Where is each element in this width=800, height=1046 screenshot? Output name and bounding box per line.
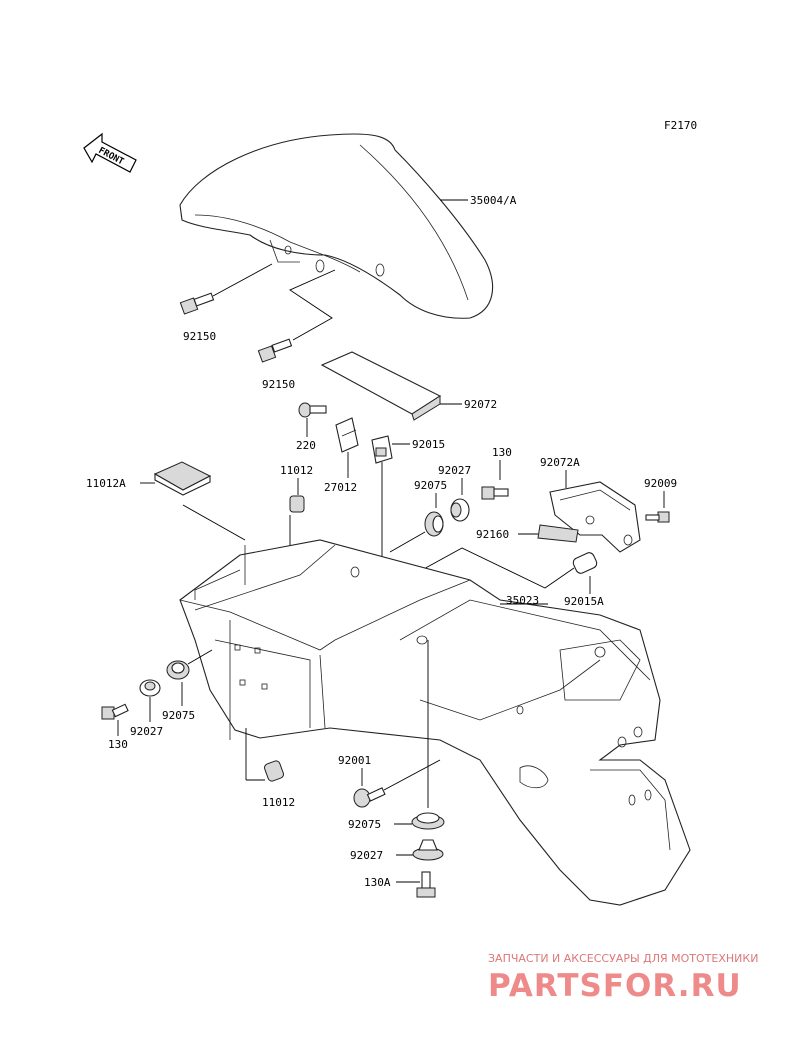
watermark-brand: PARTSFOR.RU xyxy=(488,968,742,1004)
label-92001: 92001 xyxy=(338,754,371,767)
foam-92160 xyxy=(537,524,579,543)
bolt-92001 xyxy=(353,787,386,808)
label-11012A: 11012A xyxy=(86,477,126,490)
label-92072: 92072 xyxy=(464,398,497,411)
bolt-130-top xyxy=(481,486,509,500)
label-92027-bottom: 92027 xyxy=(350,849,383,862)
rubber-11012A xyxy=(153,461,212,496)
cap-11012-bottom xyxy=(264,760,284,782)
label-130A: 130A xyxy=(364,876,391,889)
label-130-top: 130 xyxy=(492,446,512,459)
front-fender-35004A xyxy=(179,133,493,319)
label-92027-top: 92027 xyxy=(438,464,471,477)
label-92027-left: 92027 xyxy=(130,725,163,738)
watermark-caption: ЗАПЧАСТИ И АКСЕССУАРЫ ДЛЯ МОТОТЕХНИКИ xyxy=(488,952,758,965)
bolt-92150-upper xyxy=(179,292,215,315)
label-11012-top: 11012 xyxy=(280,464,313,477)
pad-92072 xyxy=(320,351,442,421)
label-92150-a: 92150 xyxy=(183,330,216,343)
label-220: 220 xyxy=(296,439,316,452)
grommet-92075-bottom xyxy=(411,812,445,830)
label-92075-bottom: 92075 xyxy=(348,818,381,831)
screw-92009 xyxy=(645,511,670,523)
front-arrow-icon: FRONT xyxy=(83,132,137,173)
bracket-92072A xyxy=(549,481,641,553)
screw-220 xyxy=(298,402,327,418)
label-92160: 92160 xyxy=(476,528,509,541)
label-92075-left: 92075 xyxy=(162,709,195,722)
label-35023: 35023 xyxy=(506,594,539,607)
label-92009: 92009 xyxy=(644,477,677,490)
bolt-92150-lower xyxy=(257,338,293,363)
collar-92015A xyxy=(572,552,598,574)
label-92150-b: 92150 xyxy=(262,378,295,391)
collar-92027-bottom xyxy=(412,839,444,861)
diagram-code: F2170 xyxy=(664,119,697,132)
label-92075-top: 92075 xyxy=(414,479,447,492)
clip-27012 xyxy=(335,417,359,453)
label-92015: 92015 xyxy=(412,438,445,451)
label-27012: 27012 xyxy=(324,481,357,494)
rear-fender-35023 xyxy=(179,539,691,906)
collar-92027-left xyxy=(139,679,161,697)
label-11012-bottom: 11012 xyxy=(262,796,295,809)
grommet-92075-top xyxy=(424,511,444,537)
grommet-92075-left xyxy=(166,660,190,680)
label-92015A: 92015A xyxy=(564,595,604,608)
bolt-130A xyxy=(416,871,436,898)
label-130-left: 130 xyxy=(108,738,128,751)
clip-nut-92015 xyxy=(371,435,393,464)
collar-92027-top xyxy=(450,498,470,522)
cap-11012-top xyxy=(289,495,305,513)
bolt-130-left xyxy=(101,703,129,720)
label-35004A: 35004/A xyxy=(470,194,517,207)
label-92072A: 92072A xyxy=(540,456,580,469)
